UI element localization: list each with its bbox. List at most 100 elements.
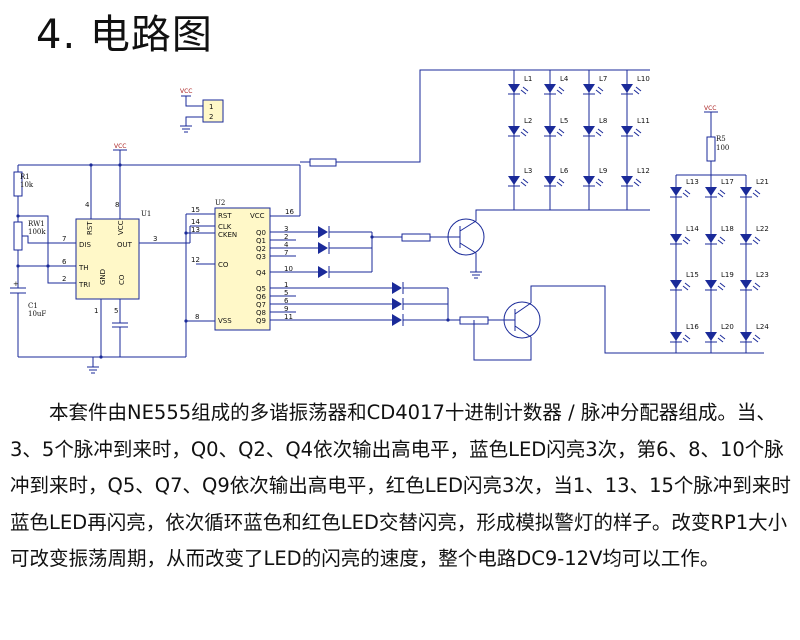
led-label: L3 [524,167,532,175]
led-l9: L9 [583,167,607,187]
led-label: L5 [560,117,568,125]
led-l3: L3 [508,167,532,187]
rw1-value: 100k [28,228,46,236]
svg-text:CO: CO [218,261,229,269]
led-l1: L1 [508,75,532,95]
led-l7: L7 [583,75,607,95]
svg-text:VCC: VCC [117,220,125,235]
led-l6: L6 [544,167,569,187]
u2-pin-q1: Q1 [256,237,266,245]
rw1-ref: RW1 [28,220,45,228]
led-label: L9 [599,167,607,175]
led-label: L19 [721,271,734,279]
led-l15: L15 [670,271,699,291]
led-label: L4 [560,75,569,83]
svg-text:RST: RST [218,212,232,220]
svg-text:TRI: TRI [78,281,90,289]
led-label: L24 [756,323,769,331]
u2-pinnum-q1: 2 [284,233,288,241]
u2-pinnum-q6: 5 [284,289,288,297]
u2-pinnum-q0: 3 [284,225,288,233]
svg-text:VSS: VSS [218,317,232,325]
led-label: L8 [599,117,607,125]
led-l2: L2 [508,117,532,137]
svg-text:VCC: VCC [250,212,265,220]
led-label: L18 [721,225,734,233]
svg-text:OUT: OUT [117,241,133,249]
u2-pin-q9: Q9 [256,317,266,325]
svg-text:7: 7 [62,235,66,243]
led-label: L2 [524,117,532,125]
u2-pin-q6: Q6 [256,293,267,301]
led-l19: L19 [705,271,734,291]
transistor-q2 [473,285,764,361]
u2-pin-q0: Q0 [256,229,266,237]
u2-pinnum-q3: 7 [284,249,288,257]
svg-text:DIS: DIS [79,241,91,249]
svg-text:+: + [13,280,19,288]
led-label: L6 [560,167,569,175]
led-label: L1 [524,75,532,83]
r1-value: 10k [20,181,34,189]
u1-ref: U1 [141,210,151,218]
u2-pinnum-q5: 1 [284,281,288,289]
u2-pinnum-q8: 9 [284,305,288,313]
led-label: L23 [756,271,769,279]
connector-pin2: 2 [209,113,213,121]
led-l23: L23 [740,271,769,291]
svg-text:14: 14 [191,218,200,226]
c1-ref: C1 [28,302,38,310]
led-l8: L8 [583,117,607,137]
svg-text:12: 12 [191,256,200,264]
svg-text:TH: TH [78,264,89,272]
led-l16: L16 [670,323,699,343]
u2-pin-q8: Q8 [256,309,266,317]
led-l14: L14 [670,225,699,245]
u2-pin-q5: Q5 [256,285,266,293]
vcc-label-r5: VCC [704,105,716,112]
led-l4: L4 [544,75,569,95]
transistor-q1 [447,209,630,279]
svg-text:8: 8 [115,201,119,209]
led-l21: L21 [740,178,769,198]
page-title: 4. 电路图 [36,12,213,58]
vcc-label: VCC [180,88,192,95]
svg-text:CLK: CLK [218,223,232,231]
svg-text:CO: CO [118,274,126,285]
vcc-rail: VCC [18,69,650,216]
led-l24: L24 [740,323,769,343]
svg-text:15: 15 [191,206,200,214]
svg-text:1: 1 [94,307,98,315]
led-label: L14 [686,225,699,233]
timing-network: R1 10k RW1 100k + C1 10uF [10,165,58,357]
led-matrix-red: VCC R5 100 L13L14L15L16L17L18L19L20L21L2… [670,105,769,353]
led-label: L11 [637,117,650,125]
r5-value: 100 [716,144,729,152]
svg-text:GND: GND [99,269,107,285]
c1-value: 10uF [28,310,46,318]
led-label: L22 [756,225,769,233]
led-label: L7 [599,75,607,83]
led-label: L16 [686,323,699,331]
u2-pinnum-q9: 11 [284,313,293,321]
connector-pin1: 1 [209,103,213,111]
u2-pinnum-q2: 4 [284,241,289,249]
led-label: L20 [721,323,734,331]
circuit-schematic: 1 2 VCC VCC R1 10k RW1 100k [10,69,769,374]
u2-pin-q7: Q7 [256,301,266,309]
svg-text:6: 6 [62,258,67,266]
led-label: L17 [721,178,734,186]
diode-group-blue [270,226,450,278]
power-connector: 1 2 VCC [180,88,224,133]
u2-pin-q4: Q4 [256,269,267,277]
vcc-label-u1: VCC [114,143,126,150]
led-label: L12 [637,167,650,175]
u2-pin-q3: Q3 [256,253,266,261]
led-l18: L18 [705,225,734,245]
svg-text:5: 5 [114,307,118,315]
r1-ref: R1 [20,173,30,181]
led-l22: L22 [740,225,769,245]
led-l12: L12 [621,167,650,187]
led-l5: L5 [544,117,568,137]
